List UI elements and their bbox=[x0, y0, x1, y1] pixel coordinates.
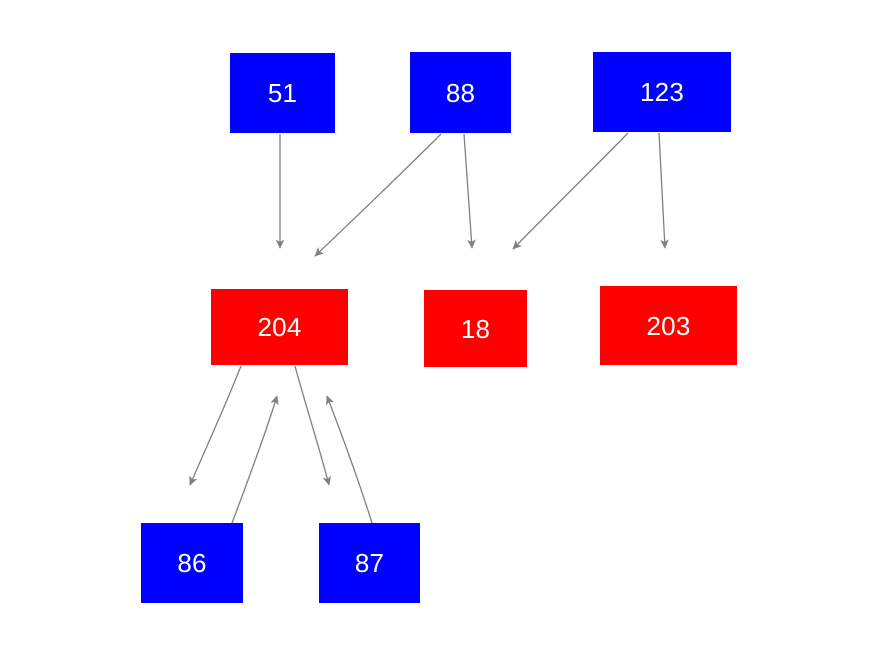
node-label-88: 88 bbox=[445, 77, 476, 108]
node-label-18: 18 bbox=[460, 313, 491, 344]
node-label-203: 203 bbox=[646, 310, 691, 341]
node-label-204: 204 bbox=[257, 312, 302, 342]
node-label-87: 87 bbox=[354, 548, 385, 578]
node-87[interactable]: 87 bbox=[319, 523, 420, 603]
node-86[interactable]: 86 bbox=[141, 523, 243, 603]
edge-87-to-204 bbox=[325, 395, 373, 524]
edge-204-to-87 bbox=[294, 365, 332, 486]
edge-86-to-204 bbox=[231, 395, 279, 524]
node-204[interactable]: 204 bbox=[211, 289, 348, 365]
node-123[interactable]: 123 bbox=[593, 52, 731, 132]
node-51[interactable]: 51 bbox=[230, 53, 335, 133]
node-88[interactable]: 88 bbox=[410, 52, 511, 133]
node-18[interactable]: 18 bbox=[424, 290, 527, 367]
edge-123-to-18 bbox=[512, 132, 629, 250]
node-label-123: 123 bbox=[640, 77, 684, 107]
edge-88-to-204 bbox=[314, 133, 442, 257]
edge-123-to-203 bbox=[658, 132, 669, 249]
edge-204-to-86 bbox=[189, 365, 242, 486]
edge-88-to-18 bbox=[463, 133, 476, 249]
node-label-86: 86 bbox=[177, 548, 207, 578]
node-label-51: 51 bbox=[267, 78, 298, 108]
node-203[interactable]: 203 bbox=[600, 286, 737, 365]
